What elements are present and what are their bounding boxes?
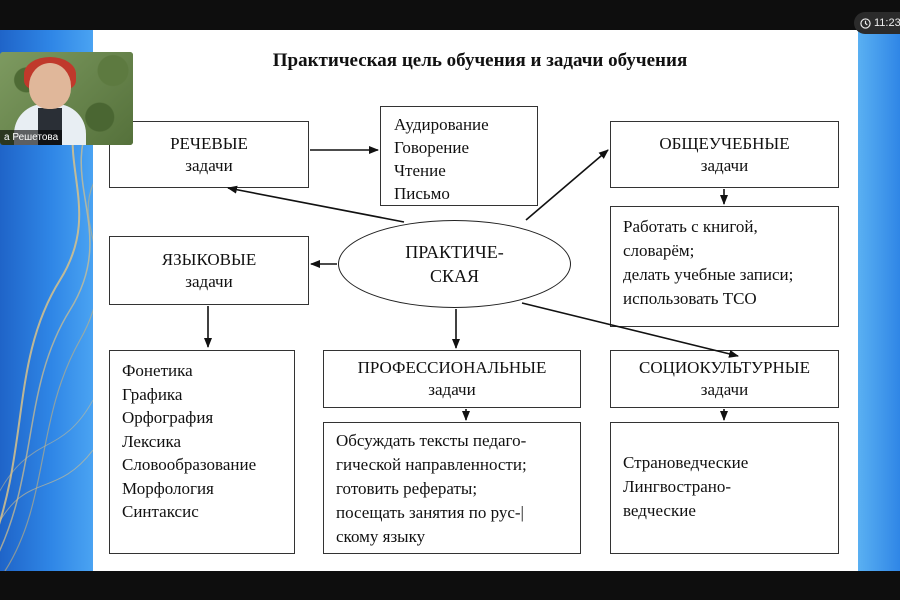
list-item: Синтаксис [122, 500, 294, 524]
list-item: Графика [122, 383, 294, 407]
participant-video-tile[interactable]: а Решетова [0, 52, 133, 145]
bottom-bar [0, 571, 900, 600]
box-subheading: задачи [611, 155, 838, 177]
clock-time: 11:23 [874, 17, 900, 29]
box-professionalnye-list: Обсуждать тексты педаго- гической направ… [323, 422, 581, 554]
list-item: Работать с книгой, [623, 215, 838, 239]
list-item: Лингвострано- [623, 475, 838, 499]
box-heading: РЕЧЕВЫЕ [110, 133, 308, 155]
box-subheading: задачи [324, 379, 580, 401]
list-item: Письмо [394, 182, 537, 205]
list-item: Фонетика [122, 359, 294, 383]
list-item: посещать занятия по рус-| [336, 501, 580, 525]
list-item: Обсуждать тексты педаго- [336, 429, 580, 453]
list-item: словарём; [623, 239, 838, 263]
list-item: Лексика [122, 430, 294, 454]
box-heading: СОЦИОКУЛЬТУРНЫЕ [611, 357, 838, 379]
list-item: ведческие [623, 499, 838, 523]
slide-right-decoration [858, 30, 900, 571]
box-heading: ОБЩЕУЧЕБНЫЕ [611, 133, 838, 155]
ellipse-line: ПРАКТИЧЕ- [405, 240, 503, 264]
box-obscheuchebnye-zadachi: ОБЩЕУЧЕБНЫЕ задачи [610, 121, 839, 188]
ellipse-line: СКАЯ [430, 264, 479, 288]
box-yazykovye-list: Фонетика Графика Орфография Лексика Слов… [109, 350, 295, 554]
list-item: Аудирование [394, 113, 537, 136]
list-item: делать учебные записи; [623, 263, 838, 287]
list-item: Страноведческие [623, 451, 838, 475]
box-sociokulturnye-list: Страноведческие Лингвострано- ведческие [610, 422, 839, 554]
list-item: скому языку [336, 525, 580, 549]
box-yazykovye-zadachi: ЯЗЫКОВЫЕ задачи [109, 236, 309, 305]
list-item: Морфология [122, 477, 294, 501]
participant-name: а Решетова [0, 130, 62, 145]
box-rechevye-list: Аудирование Говорение Чтение Письмо [380, 106, 538, 206]
box-obscheuchebnye-list: Работать с книгой, словарём; делать учеб… [610, 206, 839, 327]
participant-head [29, 63, 71, 109]
box-rechevye-zadachi: РЕЧЕВЫЕ задачи [109, 121, 309, 188]
box-subheading: задачи [611, 379, 838, 401]
list-item: Орфография [122, 406, 294, 430]
box-subheading: задачи [110, 271, 308, 293]
list-item: использовать ТСО [623, 287, 838, 311]
list-item: гической направленности; [336, 453, 580, 477]
list-item: Словообразование [122, 453, 294, 477]
box-professionalnye-zadachi: ПРОФЕССИОНАЛЬНЫЕ задачи [323, 350, 581, 408]
top-bar [0, 0, 900, 30]
list-item: Чтение [394, 159, 537, 182]
slide-title: Практическая цель обучения и задачи обуч… [200, 50, 760, 72]
box-subheading: задачи [110, 155, 308, 177]
list-item: готовить рефераты; [336, 477, 580, 501]
clock-icon [860, 18, 871, 29]
meeting-timer[interactable]: 11:23 [854, 12, 900, 34]
box-sociokulturnye-zadachi: СОЦИОКУЛЬТУРНЫЕ задачи [610, 350, 839, 408]
center-ellipse-prakticheskaya: ПРАКТИЧЕ- СКАЯ [338, 220, 571, 308]
box-heading: ЯЗЫКОВЫЕ [110, 249, 308, 271]
list-item: Говорение [394, 136, 537, 159]
box-heading: ПРОФЕССИОНАЛЬНЫЕ [324, 357, 580, 379]
